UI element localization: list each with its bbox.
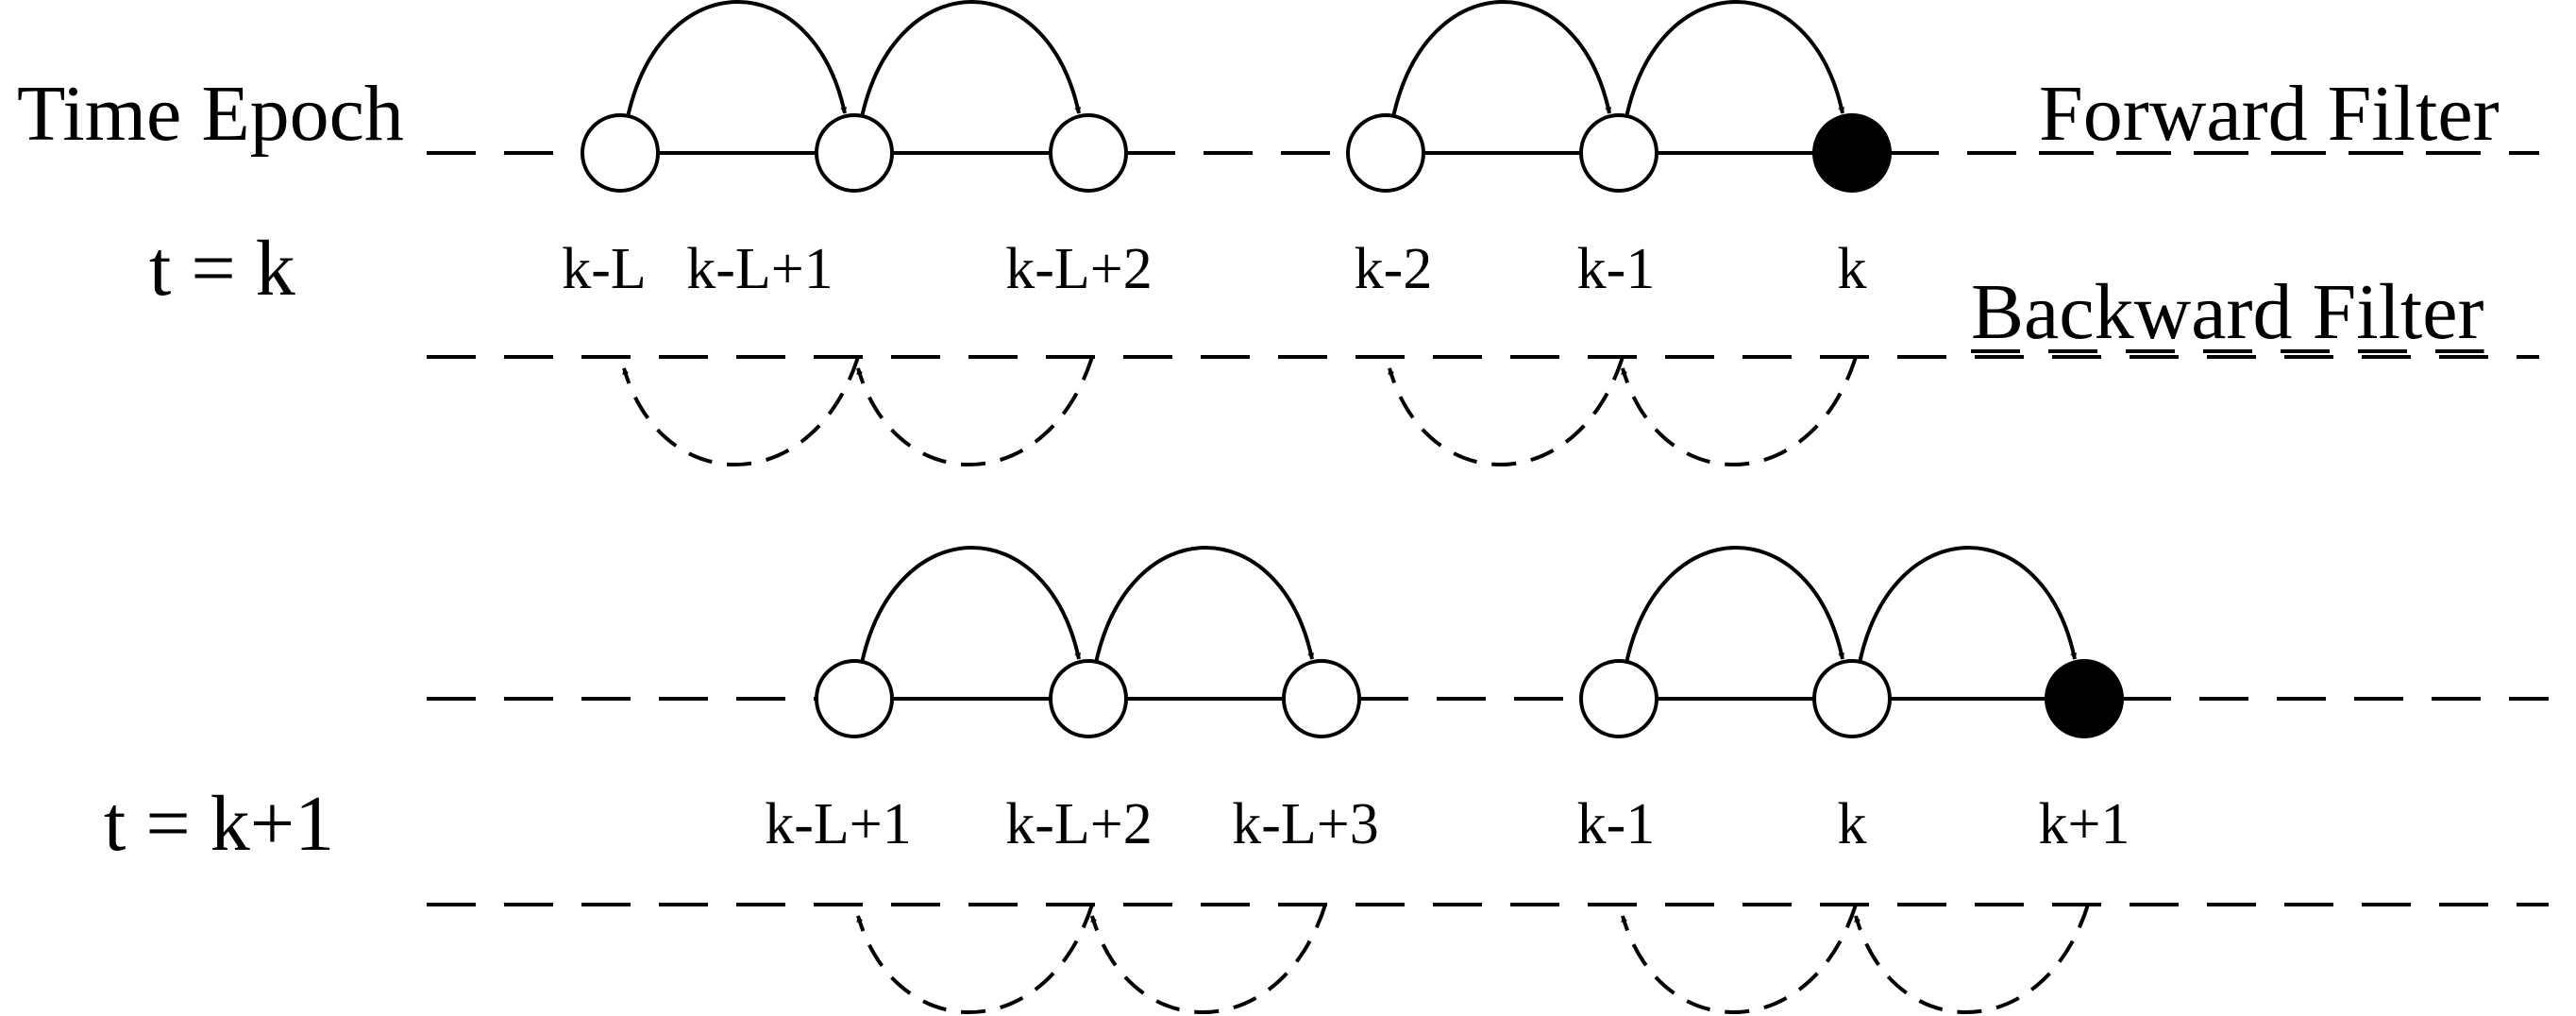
backward-filter-label: Backward Filter [1971,268,2484,356]
backward-arrow [1090,904,1327,1014]
node-label: k-2 [1355,237,1433,301]
current-state-node [1812,113,1892,193]
forward-arrow [1391,0,1612,118]
state-node [1282,659,1361,738]
node-label: k [1838,237,1867,301]
backward-arrow [1388,356,1625,466]
node-label: k-L [562,237,647,301]
current-state-node [2045,659,2124,738]
forward-arrow [1094,546,1315,664]
node-label: k-L+2 [1005,237,1152,301]
forward-arrow [1625,0,1845,118]
forward-arrow [626,0,848,118]
forward-arrow [860,546,1082,664]
epoch-label-row-1: t = k [149,225,295,313]
node-label: k [1838,792,1867,856]
backward-arrow [1621,904,1858,1014]
state-node [1579,113,1658,193]
node-label: k-1 [1577,792,1656,856]
node-label: k-1 [1577,237,1656,301]
backward-arrow [1621,356,1858,466]
state-node [1579,659,1658,738]
backward-arrow [622,356,860,466]
state-node [1049,113,1128,193]
epoch-row-t-k-plus-1: k-L+1 k-L+2 k-L+3 k-1 k k+1 [427,546,2549,1014]
forward-arrow [860,0,1082,118]
epoch-label-row-2: t = k+1 [104,780,334,868]
state-node [581,113,660,193]
forward-arrow [1625,546,1845,664]
epoch-row-t-k: k-L k-L+1 k-L+2 k-2 k-1 k [427,0,2539,466]
backward-arrow [1854,904,2090,1014]
node-label: k+1 [2039,792,2130,856]
node-label: k-L+1 [765,792,911,856]
backward-arrow [856,904,1094,1014]
backward-arrow [856,356,1094,466]
state-node [1049,659,1128,738]
state-node [1346,113,1425,193]
state-node [1812,659,1892,738]
header-underlines [1971,151,2500,353]
node-label: k-L+1 [686,237,833,301]
time-epoch-label: Time Epoch [17,70,404,158]
node-label: k-L+3 [1232,792,1378,856]
state-node [815,659,894,738]
state-node [815,113,894,193]
forward-filter-label: Forward Filter [2039,70,2500,158]
forward-arrow [1858,546,2078,664]
node-label: k-L+2 [1005,792,1152,856]
